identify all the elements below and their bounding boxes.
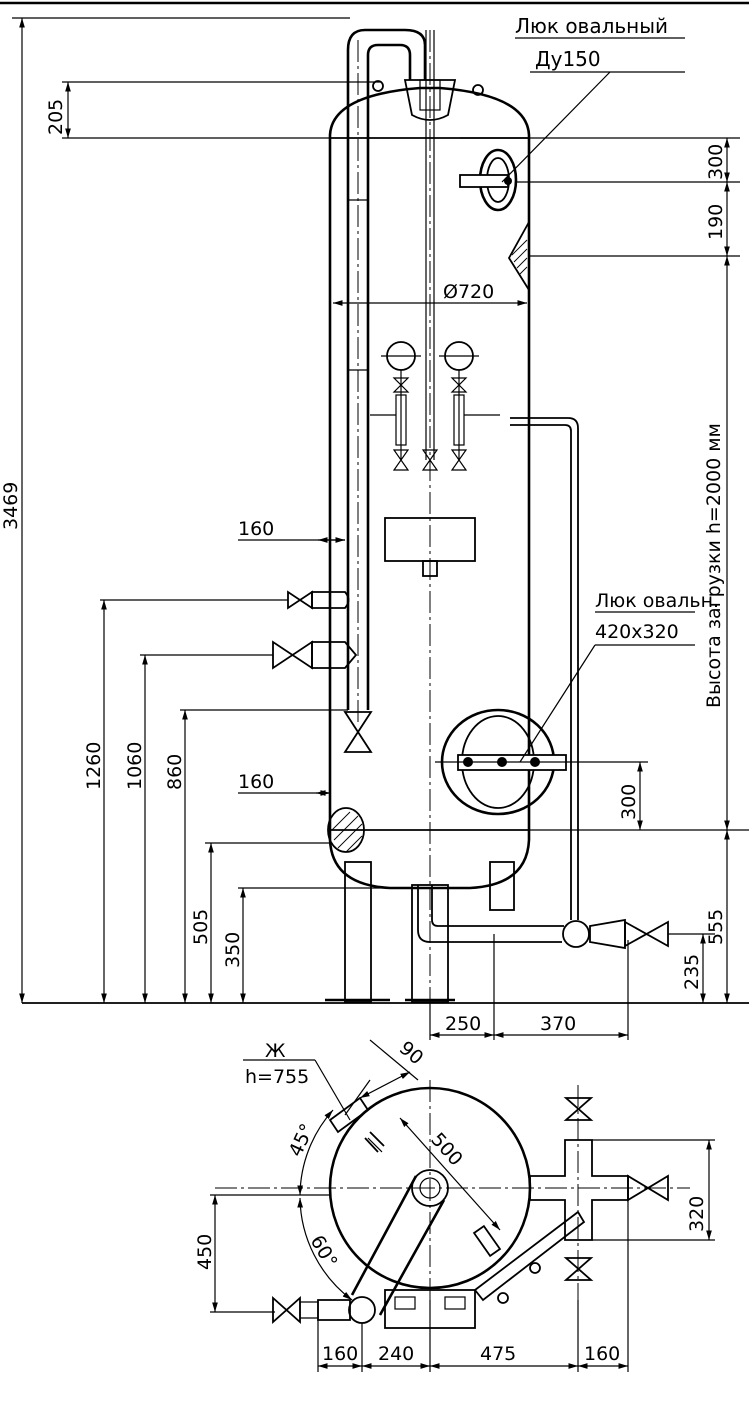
top-hatch-size: Ду150 — [535, 47, 601, 71]
dim-3469: 3469 — [0, 482, 22, 530]
top-hatch-bar — [459, 174, 509, 188]
dim-1260: 1260 — [83, 742, 105, 790]
dim-500-ext — [367, 1137, 383, 1153]
nozzle-1060 — [311, 641, 358, 669]
dim-500-line — [399, 1117, 501, 1231]
dim-205: 205 — [45, 99, 67, 135]
outlet-pipe-outer — [417, 885, 562, 943]
plan-left-nozzle — [317, 1299, 351, 1321]
valve-1260 — [287, 590, 313, 610]
mark-h: h=755 — [245, 1066, 309, 1088]
top-hatch-bolt — [504, 177, 512, 185]
plan-valve-bottom — [563, 1257, 594, 1281]
drain-valve-2 — [421, 449, 439, 471]
angle-60: 60° — [306, 1232, 342, 1272]
dim-240: 240 — [378, 1343, 414, 1365]
riser-pipe-inner — [366, 43, 412, 710]
mark-zh-leader — [314, 1059, 351, 1121]
dim-90-ext — [369, 1039, 419, 1081]
diameter-label: Ø720 — [443, 281, 494, 303]
dim-500: 500 — [426, 1129, 467, 1171]
mark-zh: Ж — [265, 1040, 286, 1062]
side-nozzle — [507, 218, 530, 294]
riser-pipe-outer — [346, 28, 427, 710]
dim-160c: 160 — [322, 1343, 358, 1365]
plan-bolt-1 — [497, 1292, 509, 1304]
plan-box-slot-2 — [444, 1296, 466, 1310]
angle-45-arc — [297, 1109, 334, 1196]
drain-valve-1 — [392, 449, 410, 471]
valve-1060 — [272, 640, 313, 670]
dim-475: 475 — [480, 1343, 516, 1365]
dim-320: 320 — [686, 1196, 708, 1232]
plan-side-hatch — [472, 1224, 502, 1258]
bottom-nozzle-hatch — [331, 811, 363, 853]
outlet-valve — [624, 920, 669, 948]
dim-1060: 1060 — [124, 742, 146, 790]
plan-view — [215, 1079, 690, 1329]
plan-valve-right — [627, 1174, 669, 1202]
side-hatch-label: Люк овальн. — [595, 590, 719, 612]
gauge-left-valve — [392, 377, 410, 393]
distributor-stem — [422, 560, 438, 577]
plan-nozzle-45 — [328, 1096, 370, 1134]
dim-300-top: 300 — [705, 144, 727, 180]
plan-marker-zh — [364, 1131, 385, 1153]
outlet-tee — [562, 920, 590, 948]
dim-160d: 160 — [584, 1343, 620, 1365]
lug-right — [472, 84, 484, 96]
plan-left-valve — [272, 1295, 301, 1325]
dim-250: 250 — [445, 1013, 481, 1035]
angle-45: 45° — [285, 1120, 319, 1160]
lug-left — [372, 80, 384, 92]
dim-160b: 160 — [238, 771, 274, 793]
plan-valve-top — [563, 1097, 594, 1121]
top-hatch-leader — [501, 71, 611, 183]
load-height-label: Высота загрузки h=2000 мм — [703, 423, 725, 708]
side-nozzle-hatch — [511, 239, 528, 275]
gauge-right-valve — [450, 377, 468, 393]
leg-right — [489, 861, 515, 911]
right-pipe-inner — [510, 424, 572, 920]
plan-left-reducer — [299, 1301, 319, 1319]
riser-valve — [343, 711, 373, 753]
dim-450: 450 — [194, 1234, 216, 1270]
gauge-left-tube — [395, 394, 407, 446]
nozzle-1260 — [311, 591, 350, 609]
gauge-right-tube — [453, 394, 465, 446]
front-dimensions: 3469 205 Люк овальный Ду150 300 190 Высо… — [0, 14, 749, 1040]
dim-160a: 160 — [238, 518, 274, 540]
top-nozzle — [403, 79, 457, 121]
outlet-pipe-inner — [431, 885, 564, 927]
dim-370: 370 — [540, 1013, 576, 1035]
side-hatch-leader — [519, 644, 596, 763]
dim-190: 190 — [705, 204, 727, 240]
plan-bolt-2 — [529, 1262, 541, 1274]
angle-60-arc — [297, 1197, 353, 1301]
plan-nozzle-lower-right — [473, 1210, 586, 1302]
vessel-shell — [328, 86, 531, 890]
side-hatch-size: 420x320 — [595, 621, 679, 643]
dim-505: 505 — [190, 909, 212, 945]
drain-valve-3 — [450, 449, 468, 471]
dim-235: 235 — [681, 954, 703, 990]
top-hatch-label: Люк овальный — [515, 14, 668, 38]
outlet-reducer — [589, 918, 626, 950]
plan-box-slot-1 — [394, 1296, 416, 1310]
leg-center — [411, 884, 449, 1003]
leg-left — [344, 861, 372, 1003]
dim-300-bottom: 300 — [618, 784, 640, 820]
right-pipe-outer — [510, 417, 579, 920]
dim-860: 860 — [164, 754, 186, 790]
dim-555: 555 — [705, 909, 727, 945]
dim-90-line — [359, 1071, 411, 1099]
plan-dimensions: Ж h=755 90 500 45° 60° 450 320 — [194, 1037, 715, 1372]
plan-pipe-elbow — [348, 1296, 376, 1324]
dim-350: 350 — [222, 932, 244, 968]
top-nozzle-core — [419, 79, 441, 111]
